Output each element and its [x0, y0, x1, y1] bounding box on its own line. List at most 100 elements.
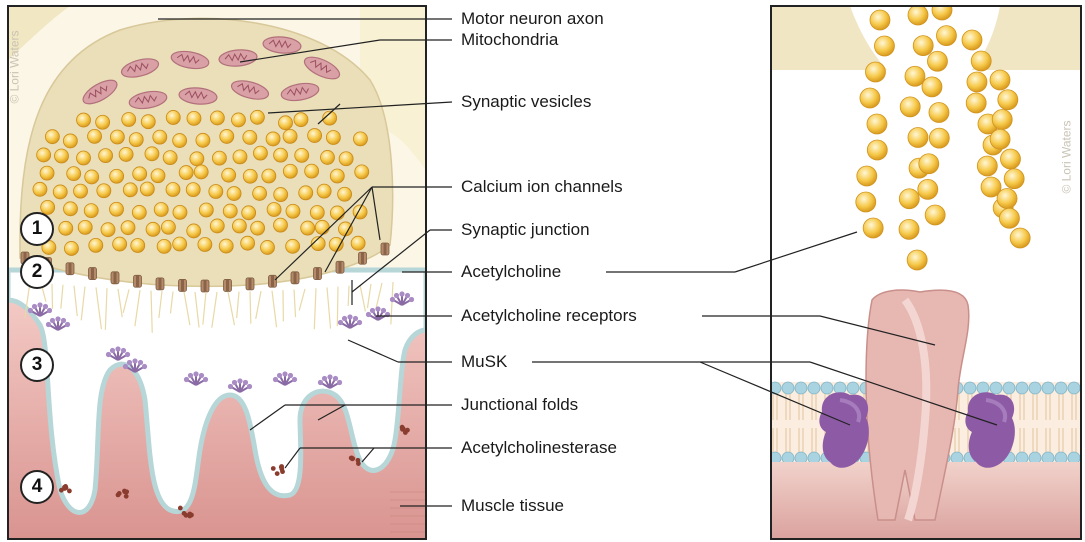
synaptic-vesicle	[145, 147, 159, 161]
synaptic-vesicle	[97, 184, 111, 198]
acetylcholine-vesicle	[918, 179, 938, 199]
synaptic-vesicle	[250, 110, 264, 124]
synaptic-vesicle	[154, 203, 168, 217]
synaptic-vesicle	[196, 133, 210, 147]
synaptic-vesicle	[131, 239, 145, 253]
acetylcholine-vesicle	[905, 66, 925, 86]
synaptic-vesicle	[123, 183, 137, 197]
acetylcholine-vesicle	[913, 36, 933, 56]
step-marker-2: 2	[20, 255, 54, 289]
phospholipid-head	[808, 382, 820, 394]
calcium-channel	[89, 268, 97, 280]
synaptic-vesicle	[219, 239, 233, 253]
acetylcholine-vesicle	[929, 128, 949, 148]
synaptic-vesicle	[99, 149, 113, 163]
synaptic-vesicle	[262, 169, 276, 183]
phospholipid-head	[964, 382, 976, 394]
synaptic-vesicle	[339, 152, 353, 166]
acetylcholine-strand	[250, 291, 251, 323]
calcium-channel	[359, 252, 367, 264]
phospholipid-head	[1068, 382, 1080, 394]
acetylcholine-strand	[337, 287, 338, 327]
synaptic-vesicle	[163, 151, 177, 165]
synaptic-vesicle	[209, 184, 223, 198]
synaptic-vesicle	[146, 222, 160, 236]
acetylcholine-vesicle	[919, 154, 939, 174]
acetylcholine-vesicle	[990, 129, 1010, 149]
step-marker-1: 1	[20, 212, 54, 246]
synaptic-vesicle	[326, 130, 340, 144]
watermark-right: © Lori Waters	[1060, 120, 1074, 193]
synaptic-vesicle	[223, 204, 237, 218]
acetylcholine-vesicle	[856, 192, 876, 212]
step-marker-4: 4	[20, 470, 54, 504]
synaptic-vesicle	[77, 151, 91, 165]
acetylcholine-vesicle	[865, 62, 885, 82]
synaptic-vesicle	[267, 202, 281, 216]
right-panel	[769, 0, 1081, 539]
synaptic-vesicle	[96, 115, 110, 129]
phospholipid-head	[1055, 382, 1067, 394]
synaptic-vesicle	[310, 205, 324, 219]
synaptic-vesicle	[320, 150, 334, 164]
synaptic-vesicle	[294, 113, 308, 127]
synaptic-vesicle	[166, 110, 180, 124]
synaptic-vesicle	[210, 111, 224, 125]
synaptic-vesicle	[274, 188, 288, 202]
acetylcholine-vesicle	[867, 140, 887, 160]
synaptic-vesicle	[274, 148, 288, 162]
acetylcholine-vesicle	[1010, 228, 1030, 248]
synaptic-vesicle	[317, 184, 331, 198]
synaptic-vesicle	[194, 165, 208, 179]
label-synaptic-vesicles: Synaptic vesicles	[461, 92, 591, 112]
synaptic-vesicle	[222, 168, 236, 182]
phospholipid-head	[847, 382, 859, 394]
synaptic-vesicle	[119, 147, 133, 161]
acetylcholine-vesicle	[929, 103, 949, 123]
acetylcholine-vesicle	[977, 156, 997, 176]
calcium-channel	[201, 280, 209, 292]
acetylcholine-vesicle	[925, 205, 945, 225]
phospholipid-head	[821, 382, 833, 394]
phospholipid-head	[795, 382, 807, 394]
synaptic-vesicle	[308, 129, 322, 143]
calcium-channel	[66, 263, 74, 275]
synaptic-vesicle	[67, 167, 81, 181]
label-motor-neuron-axon: Motor neuron axon	[461, 9, 604, 29]
synaptic-vesicle	[84, 204, 98, 218]
acetylcholine-vesicle	[863, 218, 883, 238]
synaptic-vesicle	[253, 186, 267, 200]
synaptic-vesicle	[121, 221, 135, 235]
synaptic-vesicle	[330, 169, 344, 183]
label-acetylcholinesterase: Acetylcholinesterase	[461, 438, 617, 458]
synaptic-vesicle	[151, 169, 165, 183]
calcium-channel	[314, 268, 322, 280]
synaptic-vesicle	[173, 237, 187, 251]
synaptic-vesicle	[88, 129, 102, 143]
synaptic-vesicle	[161, 220, 175, 234]
step-marker-3: 3	[20, 348, 54, 382]
acetylcholine-vesicle	[936, 26, 956, 46]
acetylcholine-vesicle	[870, 10, 890, 30]
synaptic-vesicle	[253, 146, 267, 160]
acetylcholine-vesicle	[927, 51, 947, 71]
synaptic-vesicle	[274, 218, 288, 232]
calcium-channel	[179, 279, 187, 291]
acetylcholine-vesicle	[966, 93, 986, 113]
synaptic-vesicle	[166, 183, 180, 197]
phospholipid-head	[1042, 382, 1054, 394]
synaptic-vesicle	[260, 240, 274, 254]
phospholipid-head	[990, 382, 1002, 394]
acetylcholine-vesicle	[922, 77, 942, 97]
synaptic-vesicle	[77, 113, 91, 127]
synaptic-vesicle	[110, 130, 124, 144]
calcium-channel	[111, 272, 119, 284]
synaptic-vesicle	[122, 112, 136, 126]
synaptic-vesicle	[45, 130, 59, 144]
synaptic-vesicle	[210, 219, 224, 233]
synaptic-vesicle	[63, 134, 77, 148]
acetylcholine-vesicle	[860, 88, 880, 108]
synaptic-vesicle	[227, 187, 241, 201]
acetylcholine-vesicle	[998, 90, 1018, 110]
